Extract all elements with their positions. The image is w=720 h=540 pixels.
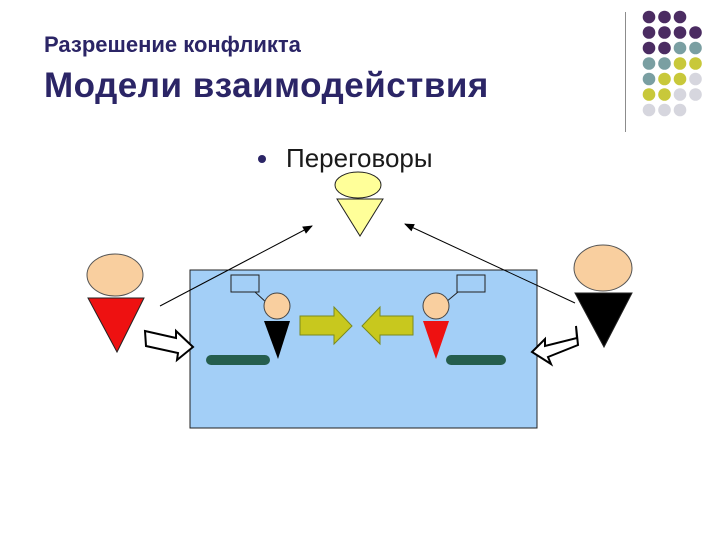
mediator-head: [334, 171, 382, 199]
right-negotiator: [422, 274, 506, 365]
left-negotiator-body: [264, 321, 290, 359]
green-arrow-left: [361, 305, 414, 346]
decor-dot: [642, 26, 656, 39]
bullet-text: Переговоры: [286, 143, 433, 173]
decor-dot: [689, 72, 702, 86]
left-to-mediator-arrow: [159, 225, 313, 307]
slide-title: Модели взаимодействия: [44, 66, 489, 105]
bullet-item: Переговоры: [258, 143, 433, 174]
green-arrow-right: [299, 305, 353, 346]
decor-dot: [689, 41, 702, 55]
right-negotiator-head: [422, 292, 450, 320]
decor-dot: [658, 41, 671, 55]
decor-dot: [673, 57, 687, 70]
decor-dot: [689, 57, 702, 70]
decor-dot: [673, 26, 687, 39]
left-negotiator-head: [263, 292, 291, 320]
decor-dot: [673, 10, 687, 24]
decor-divider-line: [625, 12, 626, 132]
decor-dot: [673, 41, 687, 55]
mediator-body: [336, 198, 384, 237]
decor-dot: [642, 72, 656, 86]
decor-dot: [673, 72, 687, 86]
decor-dot: [642, 103, 656, 117]
decor-dot: [642, 57, 656, 70]
right-to-mediator-arrow: [404, 223, 576, 304]
right-papers: [446, 355, 506, 365]
right-hollow-arrow: [530, 325, 580, 367]
left-papers: [206, 355, 270, 365]
right-negotiator-body: [423, 321, 449, 359]
decor-dot: [689, 26, 702, 39]
decor-dot: [658, 103, 671, 117]
decor-dot-grid: [642, 10, 702, 117]
negotiation-table: [189, 269, 538, 429]
left-speech-box: [230, 274, 260, 293]
decor-dot: [658, 88, 671, 101]
left-hollow-arrow: [143, 328, 195, 363]
slide-subtitle: Разрешение конфликта: [44, 32, 301, 57]
left-negotiator: [206, 274, 291, 365]
decor-dot: [642, 41, 656, 55]
left-party-figure: [86, 253, 145, 354]
left-party-head: [86, 253, 144, 297]
right-party-head: [573, 244, 633, 292]
decor-dot: [673, 88, 687, 101]
mediator-figure: [334, 171, 384, 237]
decor-dot: [673, 103, 687, 117]
bullet-dot-icon: [258, 154, 266, 163]
decor-dot: [642, 88, 656, 101]
right-party-figure: [573, 244, 633, 349]
decor-dot: [658, 10, 671, 24]
decor-dot: [642, 10, 656, 24]
decor-dot: [658, 26, 671, 39]
left-party-body: [87, 297, 145, 354]
decor-dot: [689, 88, 702, 101]
decor-dot: [658, 72, 671, 86]
decor-dot: [658, 57, 671, 70]
right-party-body: [574, 292, 633, 349]
right-speech-box: [456, 274, 486, 293]
